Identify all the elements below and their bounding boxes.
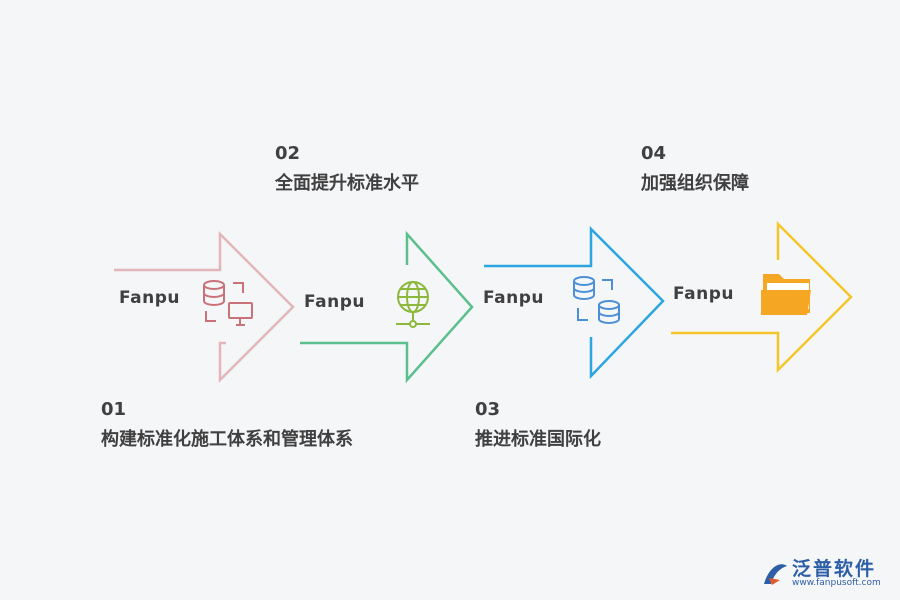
step-4-number: 04 xyxy=(641,143,667,164)
fanpu-logo: 泛普软件 www.fanpusoft.com xyxy=(760,554,888,594)
step-3-label: Fanpu xyxy=(483,288,544,308)
folder-icon xyxy=(761,274,811,315)
arrow-step-2 xyxy=(300,230,474,384)
step-4-label: Fanpu xyxy=(673,284,734,304)
step-3-number: 03 xyxy=(475,399,501,420)
step-1-label: Fanpu xyxy=(119,288,180,308)
step-1-number: 01 xyxy=(101,399,127,420)
step-2-label: Fanpu xyxy=(304,292,365,312)
step-2-title: 全面提升标准水平 xyxy=(275,173,419,194)
step-4-title: 加强组织保障 xyxy=(641,173,749,194)
logo-url: www.fanpusoft.com xyxy=(792,578,881,588)
logo-name: 泛普软件 xyxy=(792,558,877,580)
globe-network-icon xyxy=(396,281,430,328)
arrow-step-4 xyxy=(671,220,853,374)
arrow-step-1 xyxy=(114,230,295,384)
logo-mark-icon xyxy=(764,564,787,585)
database-sync-icon xyxy=(573,276,620,324)
step-2-number: 02 xyxy=(275,143,301,164)
database-monitor-icon xyxy=(203,280,253,326)
step-1-title: 构建标准化施工体系和管理体系 xyxy=(101,429,353,450)
step-3-title: 推进标准国际化 xyxy=(475,429,601,450)
arrow-step-3 xyxy=(484,225,665,380)
